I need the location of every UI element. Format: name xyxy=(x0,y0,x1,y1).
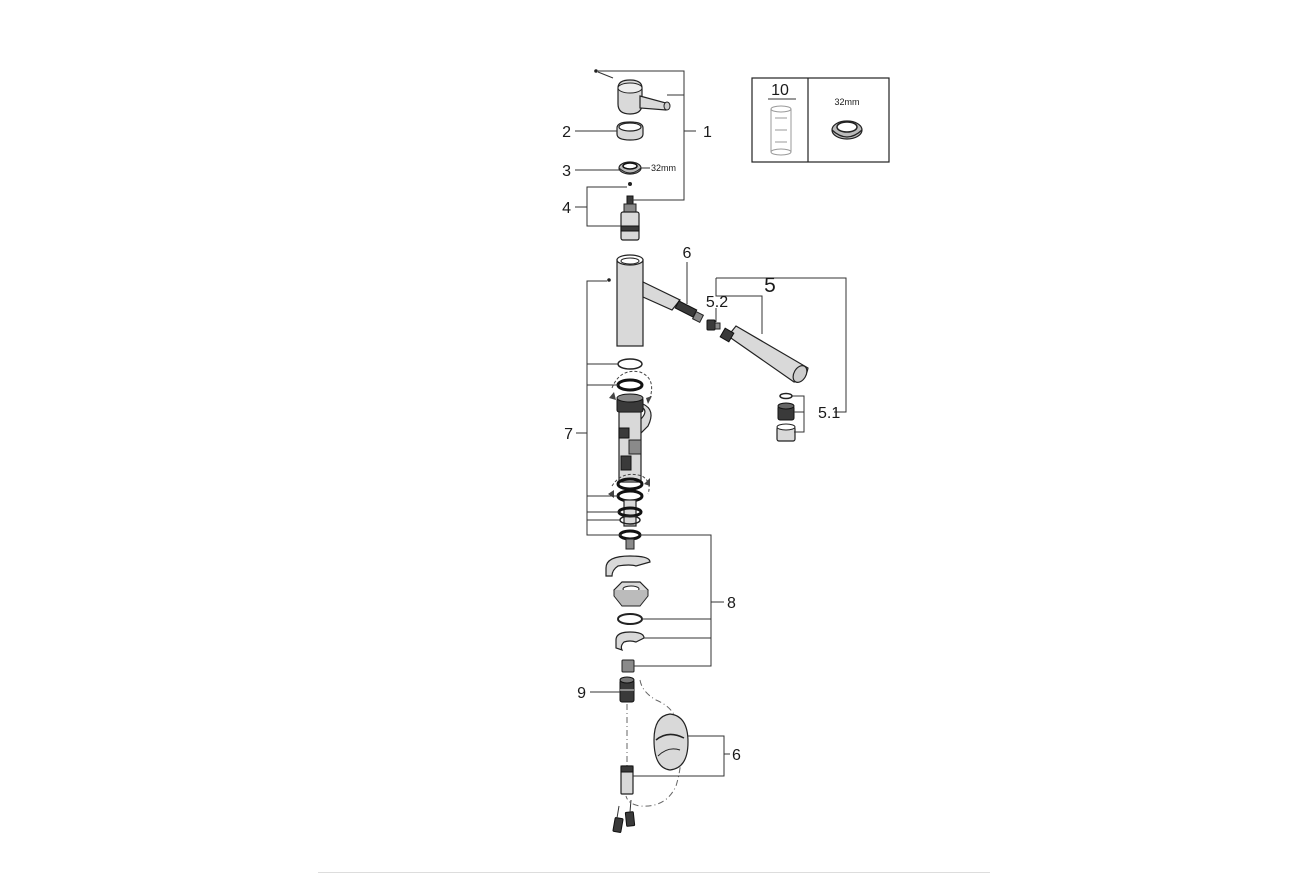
inset-box: 10 32mm xyxy=(751,77,890,163)
hose-weight xyxy=(653,713,689,771)
label-part-2: 2 xyxy=(562,124,571,141)
cap-ring xyxy=(616,121,644,141)
supply-connectors xyxy=(612,799,636,833)
mounting-set xyxy=(605,555,651,673)
label-part-4: 4 xyxy=(562,200,571,217)
label-part-9: 9 xyxy=(577,685,586,702)
label-part-5-1: 5.1 xyxy=(818,405,840,422)
inset-ring-drawing xyxy=(831,120,863,140)
inset-cartridge-drawing xyxy=(770,105,792,156)
ring-nut xyxy=(618,161,642,175)
hose-connector xyxy=(619,676,635,703)
label-part-5-2: 5.2 xyxy=(706,294,728,311)
page-divider xyxy=(318,872,990,873)
label-part-5: 5 xyxy=(764,274,776,297)
hose-end xyxy=(620,765,634,795)
faucet-body xyxy=(607,254,681,347)
label-part-7: 7 xyxy=(564,426,573,443)
label-part-3: 3 xyxy=(562,163,571,180)
cartridge xyxy=(620,182,640,241)
spout-nipple xyxy=(706,319,721,331)
spout-connector xyxy=(674,300,705,324)
label-part-8: 8 xyxy=(727,595,736,612)
inset-item-number: 10 xyxy=(771,82,789,99)
spout xyxy=(719,325,809,383)
lever-handle xyxy=(594,69,671,115)
label-part-1: 1 xyxy=(703,124,712,141)
label-part-3-size: 32mm xyxy=(651,163,676,173)
aerator xyxy=(776,392,796,442)
leader-lines xyxy=(575,70,847,777)
label-part-6-top: 6 xyxy=(683,245,692,262)
label-part-6-bottom: 6 xyxy=(732,747,741,764)
inset-ring-size: 32mm xyxy=(834,97,859,107)
